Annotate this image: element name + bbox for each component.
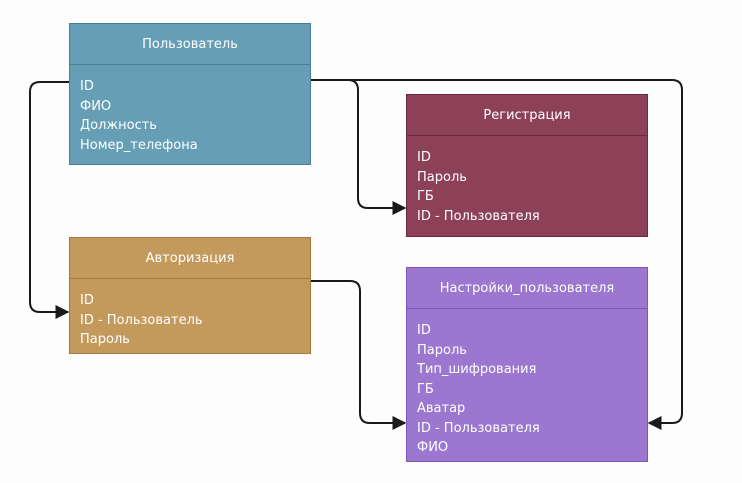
field-user-id: ID - Пользователь [80,312,203,328]
entity-user-settings[interactable]: Настройки_пользователя ID Пароль Тип_шиф… [406,267,648,462]
entity-user-fields: ID ФИО Должность Номер_телефона [70,65,310,155]
field-id: ID [80,293,94,308]
field-password: Пароль [417,169,467,185]
field-phone-number: Номер_телефона [80,137,198,153]
field-avatar: Аватар [417,401,466,416]
entity-registration-fields: ID Пароль ГБ ID - Пользователя [407,136,647,226]
entity-authorization-fields: ID ID - Пользователь Пароль [70,279,310,350]
field-id: ID [417,150,431,165]
connector-user-to-authorization [29,81,70,319]
field-fio: ФИО [417,440,449,455]
entity-registration[interactable]: Регистрация ID Пароль ГБ ID - Пользовате… [406,94,648,237]
entity-authorization-title: Авторизация [70,238,310,279]
field-gb: ГБ [417,189,434,204]
field-password: Пароль [80,332,130,347]
field-user-id: ID - Пользователя [417,420,540,436]
entity-registration-title: Регистрация [407,95,647,136]
entity-user-settings-fields: ID Пароль Тип_шифрования ГБ Аватар ID - … [407,309,647,458]
field-fio: ФИО [80,98,112,114]
connector-user-to-settings [311,79,683,430]
entity-user[interactable]: Пользователь ID ФИО Должность Номер_теле… [69,23,311,165]
connector-user-to-registration [311,79,407,215]
field-password: Пароль [417,342,467,358]
connector-authorization-to-settings [311,280,407,430]
field-id: ID [80,79,94,94]
entity-user-settings-title: Настройки_пользователя [407,268,647,309]
field-id: ID [417,323,431,338]
entity-authorization[interactable]: Авторизация ID ID - Пользователь Пароль [69,237,311,354]
field-user-id: ID - Пользователя [417,208,540,224]
field-gb: ГБ [417,381,434,397]
entity-user-title: Пользователь [70,24,310,65]
field-position: Должность [80,118,157,133]
field-encryption-type: Тип_шифрования [417,362,537,377]
